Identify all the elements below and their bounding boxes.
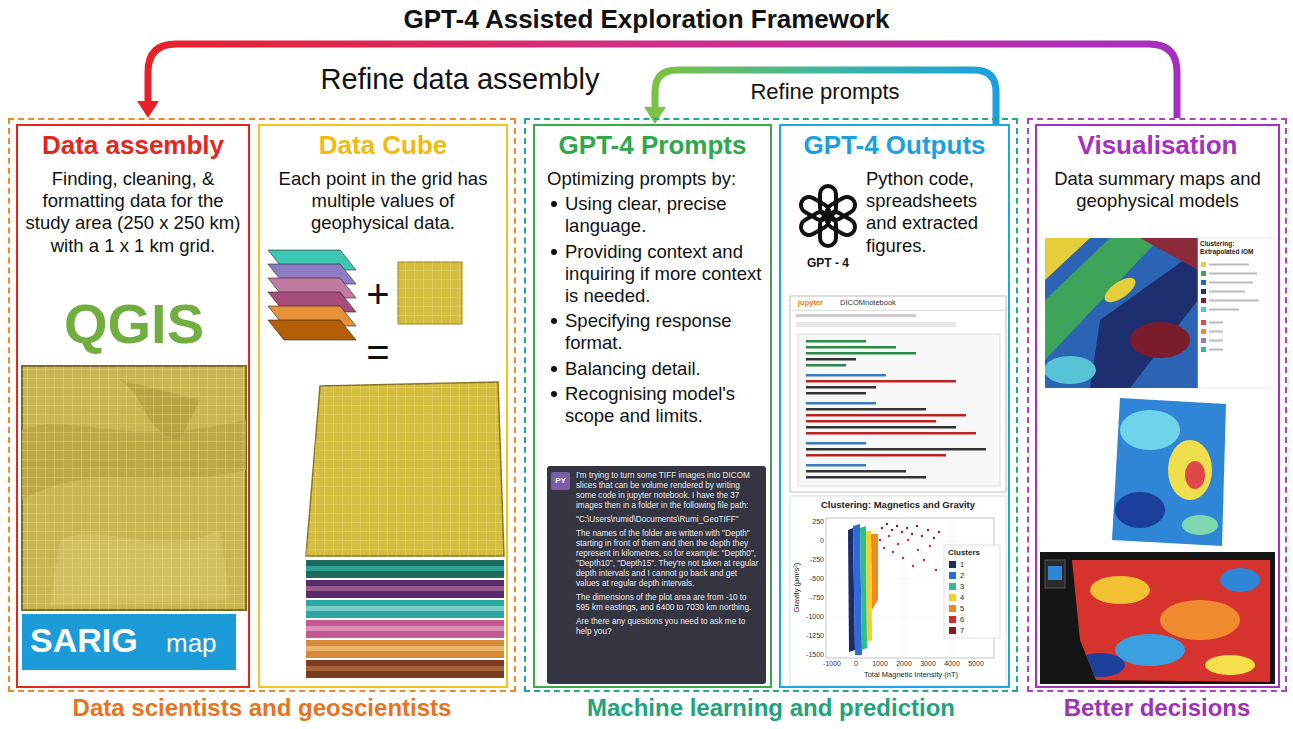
legend-swatch	[949, 561, 956, 568]
cluster-map	[1044, 238, 1275, 388]
axis-tick: 0	[844, 660, 868, 668]
legend-swatch	[949, 583, 956, 590]
axis-tick: 2000	[892, 660, 916, 668]
bullet-item: Using clear, precise language.	[547, 193, 769, 237]
group-label: Machine learning and prediction	[524, 694, 1018, 723]
logo-text: map	[166, 628, 232, 659]
edge-label: Refine prompts	[680, 79, 970, 105]
chat-screenshot	[547, 466, 766, 684]
legend-swatch	[949, 572, 956, 579]
legend-text: 3	[960, 582, 990, 591]
chat-message: Are there any questions you need to ask …	[576, 617, 762, 637]
legend-text: 1	[960, 560, 990, 569]
axis-tick: 250	[800, 518, 824, 526]
chart-title: Clustering: Magnetics and Gravity	[792, 499, 1004, 510]
chat-message: The names of the folder are written with…	[576, 529, 762, 589]
axis-tick: -250	[800, 556, 824, 564]
arrow-head	[137, 101, 159, 118]
box-body: Optimizing prompts by:	[547, 168, 769, 190]
box-heading: Data assembly	[16, 130, 250, 161]
axis-title: Gravity (μm/s²)	[792, 523, 801, 653]
data-cube	[300, 380, 510, 678]
axis-tick: -1000	[820, 660, 844, 668]
legend-swatch	[949, 627, 956, 634]
axis-tick: -750	[800, 594, 824, 602]
logo-text: QGIS	[22, 290, 246, 357]
legend-swatch	[949, 594, 956, 601]
model-screenshot	[1040, 552, 1275, 686]
sarig-logo	[22, 614, 236, 670]
chat-message: I'm trying to turn some TIFF images into…	[576, 471, 762, 511]
box-heading: GPT-4 Prompts	[533, 130, 772, 161]
group-label: Data scientists and geoscientists	[8, 694, 516, 723]
group-label: Better decisions	[1027, 694, 1287, 723]
legend-swatch	[949, 605, 956, 612]
box-body: Data summary maps and geophysical models	[1043, 168, 1272, 212]
box-heading: Data Cube	[258, 130, 508, 161]
legend-text: 6	[960, 615, 990, 624]
scatter-chart	[790, 496, 1006, 686]
edge-label: Refine data assembly	[290, 62, 630, 97]
chat-message: The dimensions of the plot area are from…	[576, 593, 762, 613]
grid-square	[398, 262, 462, 324]
connector-line	[148, 44, 1177, 118]
geophysical-map	[1110, 396, 1230, 548]
bullet-item: Providing context and inquiring if more …	[547, 241, 769, 308]
axis-tick: -1250	[800, 632, 824, 640]
legend-text: 4	[960, 593, 990, 602]
bullet-item: Specifying response format.	[547, 310, 769, 354]
feedback-arrow	[644, 70, 996, 124]
axis-tick: 3000	[916, 660, 940, 668]
arrow-head	[644, 107, 666, 124]
box-heading: GPT-4 Outputs	[779, 130, 1010, 161]
openai-logo	[798, 186, 858, 246]
axis-tick: 0	[800, 537, 824, 545]
jupyter-screenshot	[790, 296, 1006, 492]
legend-swatch	[949, 616, 956, 623]
chat-message: "C:\Users\rumid\Documents\Rumi_GeoTIFF"	[576, 515, 762, 525]
axis-tick: 5000	[964, 660, 988, 668]
logo-text: GPT - 4	[788, 256, 868, 270]
process-box: GPT-4 OutputsPython code, spreadsheets a…	[779, 124, 1010, 688]
axis-tick: -500	[800, 575, 824, 583]
file-name: DICOMnotebook	[840, 298, 920, 307]
connector-line	[655, 70, 996, 124]
group-panel: Data scientists and geoscientistsData as…	[8, 118, 516, 692]
study-area-map	[22, 366, 246, 610]
axis-tick: -1000	[800, 613, 824, 621]
axis-tick: 4000	[940, 660, 964, 668]
map-legend-title: Clustering: Extrapolated IOM	[1200, 240, 1273, 256]
axis-tick: -1500	[800, 651, 824, 659]
title: GPT-4 Assisted Exploration Framework	[0, 4, 1293, 35]
box-heading: Visualisation	[1035, 130, 1280, 161]
process-box: Data CubeEach point in the grid has mult…	[258, 124, 508, 688]
bullet-item: Recognising model's scope and limits.	[547, 383, 769, 427]
box-body: Finding, cleaning, & formatting data for…	[24, 168, 242, 257]
chat-avatar: PY	[551, 472, 570, 490]
box-body: Each point in the grid has multiple valu…	[266, 168, 500, 235]
chat-transcript: I'm trying to turn some TIFF images into…	[576, 471, 762, 641]
process-box: Data assemblyFinding, cleaning, & format…	[16, 124, 250, 688]
operator-symbol: +	[358, 270, 398, 318]
axis-tick: 1000	[868, 660, 892, 668]
legend-text: 7	[960, 626, 990, 635]
bullet-item: Balancing detail.	[547, 358, 769, 380]
logo-text: SARIG	[30, 620, 162, 661]
app-name: jupyter	[798, 298, 838, 307]
group-panel: Better decisionsVisualisationData summar…	[1027, 118, 1287, 692]
legend-title: Clusters	[948, 548, 998, 558]
process-box: VisualisationData summary maps and geoph…	[1035, 124, 1280, 688]
legend-text: 5	[960, 604, 990, 613]
operator-symbol: =	[358, 328, 398, 376]
layer-stack	[268, 250, 356, 340]
box-body: Python code, spreadsheets and extracted …	[866, 168, 1006, 257]
legend-text: 2	[960, 571, 990, 580]
axis-title: Total Magnetic Intensity (nT)	[826, 670, 996, 679]
